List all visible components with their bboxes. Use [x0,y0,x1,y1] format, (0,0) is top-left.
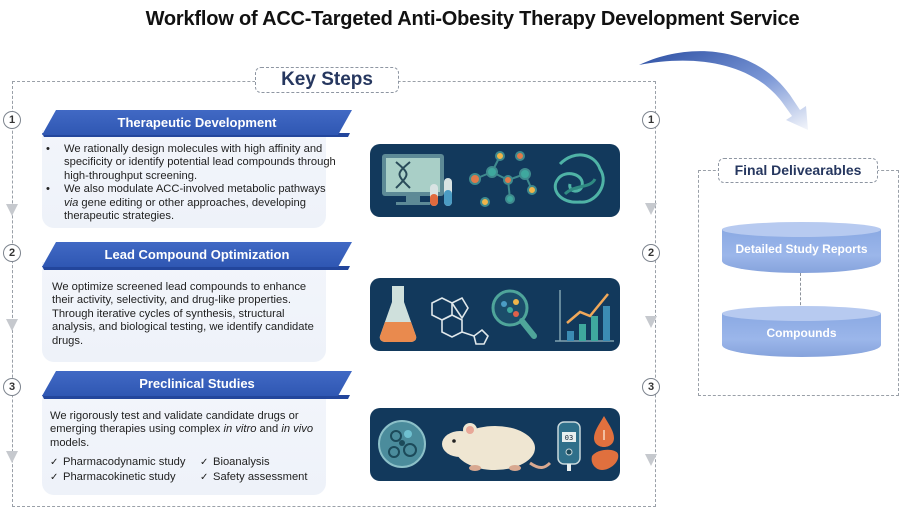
bullet-icon: • [46,183,50,196]
checklist-label: Safety assessment [213,470,308,483]
checklist-item: ✓ Pharmacodynamic study [50,456,200,469]
deliverable-label: Compounds [766,326,837,340]
key-steps-label: Key Steps [255,67,399,93]
mouse-icon [442,423,552,471]
checklist: ✓ Pharmacodynamic study ✓ Bioanalysis ✓ Pha… [50,456,325,484]
glucose-meter-icon: 03 [557,421,581,471]
step-3-body: We rigorously test and validate candidat… [50,410,325,484]
left-timeline [12,81,13,507]
protein-structure-icon [553,153,605,204]
step-card-therapeutic-development [42,130,326,228]
blood-drop-icon [594,416,614,447]
illustration-lead-compound-optimization [370,278,620,351]
bullet-icon: • [46,143,50,155]
down-arrow-icon [6,451,18,463]
down-arrow-icon [6,319,18,331]
step-1-body: • We rationally design molecules with hi… [46,143,336,223]
text-part: We rigorously test and validate candidat… [50,410,299,436]
illustration-therapeutic-development [370,144,620,217]
magnifier-icon [491,289,537,339]
bullet-text-part: We also modulate ACC-involved metabolic … [64,183,326,196]
deliverable-compounds: Compounds [722,306,881,358]
petri-dish-icon [378,420,426,468]
diagram-title: Workflow of ACC-Targeted Anti-Obesity Th… [145,8,800,30]
molecule-network-icon [469,151,537,207]
step-number-3-right: 3 [642,378,660,396]
checklist-label: Pharmacodynamic study [63,456,186,469]
text-part: models. [50,436,90,449]
down-arrow-icon [645,203,657,215]
illustration-preclinical-studies: 03 [370,408,620,481]
header-shadow [42,395,350,399]
bullet-text: We rationally design molecules with high… [64,143,336,182]
checklist-item: ✓ Safety assessment [200,471,320,484]
final-deliverables-frame [698,170,899,396]
step-number-3-left: 3 [3,378,21,396]
step-number-1-right: 1 [642,111,660,129]
liver-icon [591,449,619,470]
down-arrow-icon [645,454,657,466]
step-2-body: We optimize screened lead compounds to e… [52,281,314,347]
meter-reading: 03 [565,434,573,442]
bullet-item: • We rationally design molecules with hi… [46,143,336,183]
curved-arrow-icon [639,51,808,130]
text-italic: in vitro [223,423,257,436]
growth-chart-icon [555,290,614,342]
down-arrow-icon [6,204,18,216]
header-shadow [42,266,350,270]
chemical-structure-icon [431,296,489,345]
test-tubes-icon [430,178,452,206]
step-header-lead-compound-optimization: Lead Compound Optimization [42,242,352,267]
check-icon: ✓ [200,471,209,483]
step-number-2-left: 2 [3,244,21,262]
down-arrow-icon [645,316,657,328]
bullet-text-italic: via [64,196,79,209]
cylinder-top [722,222,881,237]
check-icon: ✓ [50,471,59,483]
step-card-preclinical-studies [42,395,326,495]
flask-icon [379,286,417,342]
checklist-label: Bioanalysis [213,456,270,469]
step-3-description: We rigorously test and validate candidat… [50,410,325,450]
text-part: and [256,423,282,436]
checklist-label: Pharmacokinetic study [63,470,176,483]
check-icon: ✓ [200,457,209,469]
deliverables-connector [800,273,801,310]
step-number-2-right: 2 [642,244,660,262]
bullet-text-part: gene editing or other approaches, develo… [64,196,306,223]
step-card-lead-compound-optimization [42,262,326,362]
deliverable-label: Detailed Study Reports [735,242,868,256]
final-deliverables-label: Final Delivearables [718,158,878,183]
text-italic: in vivo [281,423,314,436]
header-shadow [42,133,350,137]
checklist-item: ✓ Pharmacokinetic study [50,471,200,484]
computer-dna-icon [382,154,444,205]
step-number-1-left: 1 [3,111,21,129]
deliverable-detailed-study-reports: Detailed Study Reports [722,222,881,274]
checklist-item: ✓ Bioanalysis [200,456,320,469]
step-header-preclinical-studies: Preclinical Studies [42,371,352,396]
bullet-item: • We also modulate ACC-involved metaboli… [46,183,336,223]
cylinder-top [722,306,881,321]
check-icon: ✓ [50,457,59,469]
bullet-text: We also modulate ACC-involved metabolic … [64,183,336,223]
step-header-therapeutic-development: Therapeutic Development [42,110,352,135]
